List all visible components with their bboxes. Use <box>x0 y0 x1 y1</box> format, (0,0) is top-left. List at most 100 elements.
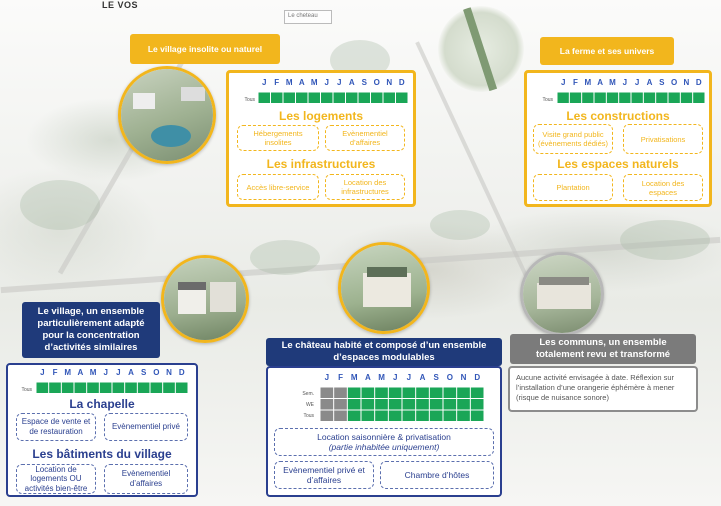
month-label: A <box>128 368 134 377</box>
grid-cell-active <box>582 92 594 103</box>
grid-cell-active <box>150 382 163 393</box>
month-label: D <box>474 373 481 382</box>
month-label: J <box>103 368 108 377</box>
grid-cell-active <box>402 410 416 421</box>
ferme-aerial-photo <box>438 6 524 92</box>
grid-cell-active <box>429 387 443 398</box>
grid-cell-active <box>569 92 582 103</box>
grid-cell-active <box>457 399 470 410</box>
grid-cell-active <box>283 92 295 103</box>
section-title-batiments-village: Les bâtiments du village <box>32 447 172 461</box>
grid-cell-active <box>271 92 283 103</box>
grid-cell-active <box>347 387 361 398</box>
grid-row-label: Sem. <box>302 391 314 397</box>
grid-cell-active <box>656 92 668 103</box>
grid-cell-active <box>429 410 443 421</box>
section-title-chapelle: La chapelle <box>69 397 135 411</box>
grid-cell-active <box>416 387 429 398</box>
section-title-espaces-naturels: Les espaces naturels <box>557 157 679 171</box>
chip-location-infrastructures: Location des infrastructures <box>325 174 405 200</box>
ferme-title: La ferme et ses univers <box>540 37 674 65</box>
background-tree <box>250 240 320 275</box>
grid-cell-active <box>388 410 402 421</box>
month-label: J <box>324 78 329 87</box>
chip-main-label: Location saisonnière & privatisation <box>317 431 451 442</box>
chateau-title: Le château habité et composé d’un ensemb… <box>266 338 502 366</box>
background-tree <box>620 220 710 260</box>
month-header: J F M A M J J A S O N D <box>258 78 408 87</box>
month-label: D <box>178 368 185 377</box>
grid-cell-inactive <box>334 387 347 398</box>
month-header: J F M A M J J A S O N D <box>36 368 188 377</box>
chip-acces-libre-service: Accès libre-service <box>237 174 319 200</box>
grid-cell-active <box>112 382 125 393</box>
grid-row-label: Tous <box>244 97 255 103</box>
background-tree <box>20 180 100 230</box>
month-label: J <box>634 78 640 87</box>
month-label: A <box>77 368 84 377</box>
chip-evenementiel-prive: Evènementiel privé <box>104 413 188 441</box>
month-header: J F M A M J J A S O N D <box>320 373 484 382</box>
chateau-photo <box>338 242 430 334</box>
communs-title: Les communs, un ensemble totalement revu… <box>510 334 696 364</box>
grid-cell-active <box>680 92 693 103</box>
grid-cell-active <box>375 410 388 421</box>
village-ensemble-photo <box>161 255 249 343</box>
map-label-box: Le cheteau <box>284 10 332 24</box>
availability-grid <box>320 387 484 421</box>
month-label: A <box>298 78 305 87</box>
month-label: M <box>285 78 293 87</box>
month-label: A <box>348 78 355 87</box>
section-title-infrastructures: Les infrastructures <box>266 157 376 171</box>
section-title-constructions: Les constructions <box>566 109 670 123</box>
village-insolite-photo <box>118 66 216 164</box>
chip-evenementiel-prive-affaires: Evènementiel privé et d’affaires <box>274 461 374 489</box>
month-label: J <box>116 368 121 377</box>
grid-cell-active <box>388 399 402 410</box>
grid-cell-active <box>443 399 457 410</box>
background-tree <box>430 210 490 240</box>
month-label: M <box>584 78 592 87</box>
village-ensemble-title: Le village, un ensemble particulièrement… <box>22 302 160 358</box>
grid-cell-active <box>361 399 375 410</box>
grid-cell-active <box>99 382 112 393</box>
grid-cell-active <box>606 92 619 103</box>
chip-visite-grand-public: Visite grand public (évènements dédiés) <box>533 124 613 154</box>
month-label: S <box>659 78 665 87</box>
chip-privatisations: Privatisations <box>623 124 703 154</box>
grid-cell-active <box>416 399 429 410</box>
grid-cell-active <box>361 387 375 398</box>
month-label: J <box>337 78 342 87</box>
month-label: N <box>460 373 467 382</box>
availability-grid <box>258 92 408 103</box>
grid-cell-active <box>668 92 680 103</box>
grid-cell-active <box>375 387 388 398</box>
grid-cell-inactive <box>320 410 334 421</box>
month-label: N <box>166 368 172 377</box>
grid-row-label: Tous <box>21 387 32 393</box>
page-top-mark: LE VOS <box>102 0 139 10</box>
month-label: J <box>622 78 628 87</box>
month-label: N <box>386 78 393 87</box>
grid-cell-active <box>74 382 87 393</box>
chip-main-sublabel: (partie inhabitée uniquement) <box>328 442 440 452</box>
month-label: A <box>364 373 371 382</box>
grid-row-label: Tous <box>542 97 553 103</box>
chip-evenementiel-affaires: Evènementiel d’affaires <box>325 125 405 151</box>
month-label: J <box>560 78 566 87</box>
month-label: A <box>597 78 604 87</box>
chip-espace-vente-restauration: Espace de vente et de restauration <box>16 413 96 441</box>
grid-cell-active <box>321 92 333 103</box>
chateau-panel: J F M A M J J A S O N D Sem. WE Tous Loc… <box>266 366 502 497</box>
grid-cell-active <box>49 382 61 393</box>
grid-cell-active <box>416 410 429 421</box>
grid-cell-active <box>429 399 443 410</box>
chip-location-espaces: Location des espaces <box>623 174 703 201</box>
month-label: M <box>609 78 616 87</box>
grid-cell-active <box>163 382 175 393</box>
grid-cell-active <box>443 387 457 398</box>
grid-cell-active <box>631 92 643 103</box>
grid-cell-active <box>347 410 361 421</box>
month-label: F <box>573 78 578 87</box>
grid-cell-active <box>308 92 320 103</box>
